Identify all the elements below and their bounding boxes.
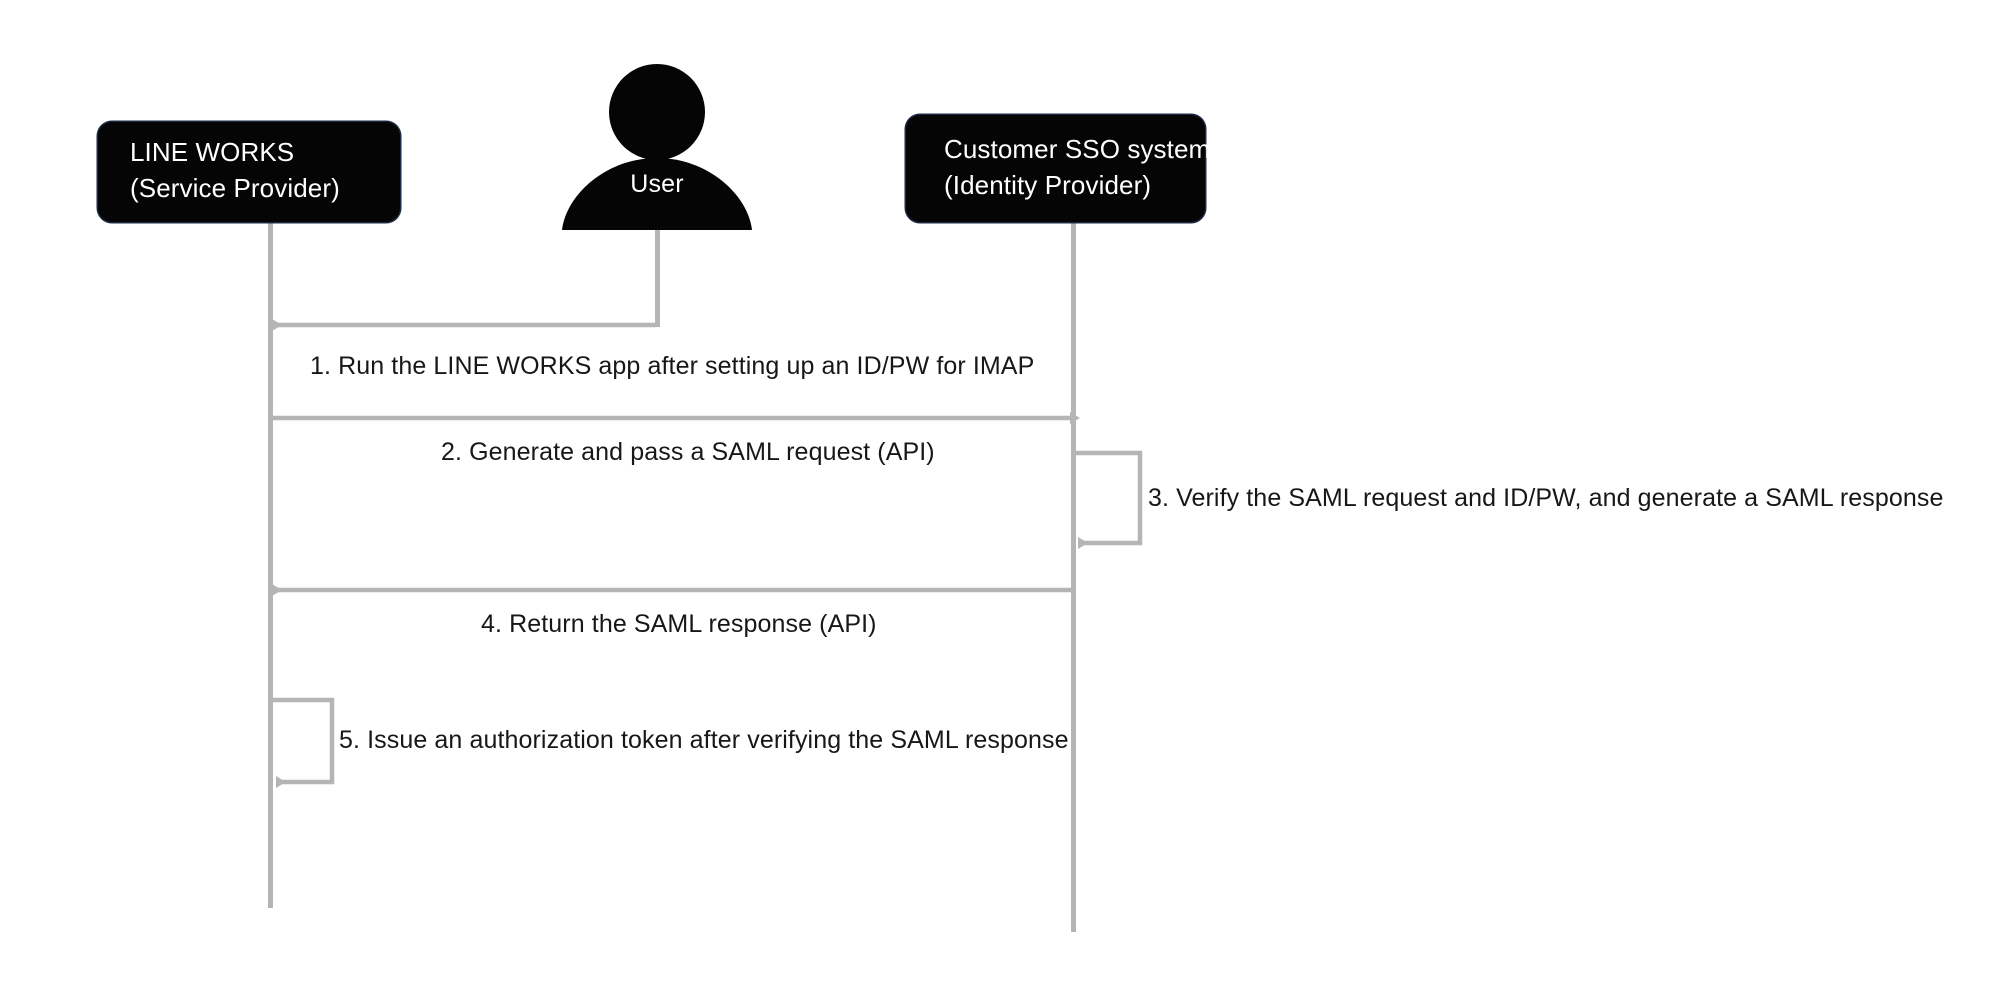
- actor-user[interactable]: User: [562, 62, 752, 232]
- actor-sso-name-line-2: (Identity Provider): [944, 169, 1152, 200]
- message-label-5: 5. Issue an authorization token after ve…: [339, 726, 1069, 754]
- lifeline-lineworks: [268, 222, 273, 908]
- actor-sso-name-line-1: Customer SSO system: [944, 133, 1211, 164]
- actor-box-lineworks[interactable]: LINE WORKS (Service Provider): [98, 122, 400, 222]
- message-label-1: 1. Run the LINE WORKS app after setting …: [310, 352, 1035, 380]
- user-person-icon: [562, 64, 752, 230]
- actor-box-customer-sso-system[interactable]: Customer SSO system (Identity Provider): [906, 115, 1211, 222]
- lifeline-sso: [1071, 222, 1076, 932]
- lifeline-user: [655, 228, 660, 327]
- actor-lineworks-name-line-2: (Service Provider): [130, 173, 340, 203]
- message-label-2: 2. Generate and pass a SAML request (API…: [441, 438, 935, 466]
- message-label-4: 4. Return the SAML response (API): [481, 610, 877, 638]
- message-label-3: 3. Verify the SAML request and ID/PW, an…: [1148, 484, 1944, 512]
- message-arrow-5-self: [271, 697, 335, 788]
- actor-lineworks-name-line-1: LINE WORKS: [130, 137, 295, 168]
- message-arrow-3-self: [1074, 450, 1143, 549]
